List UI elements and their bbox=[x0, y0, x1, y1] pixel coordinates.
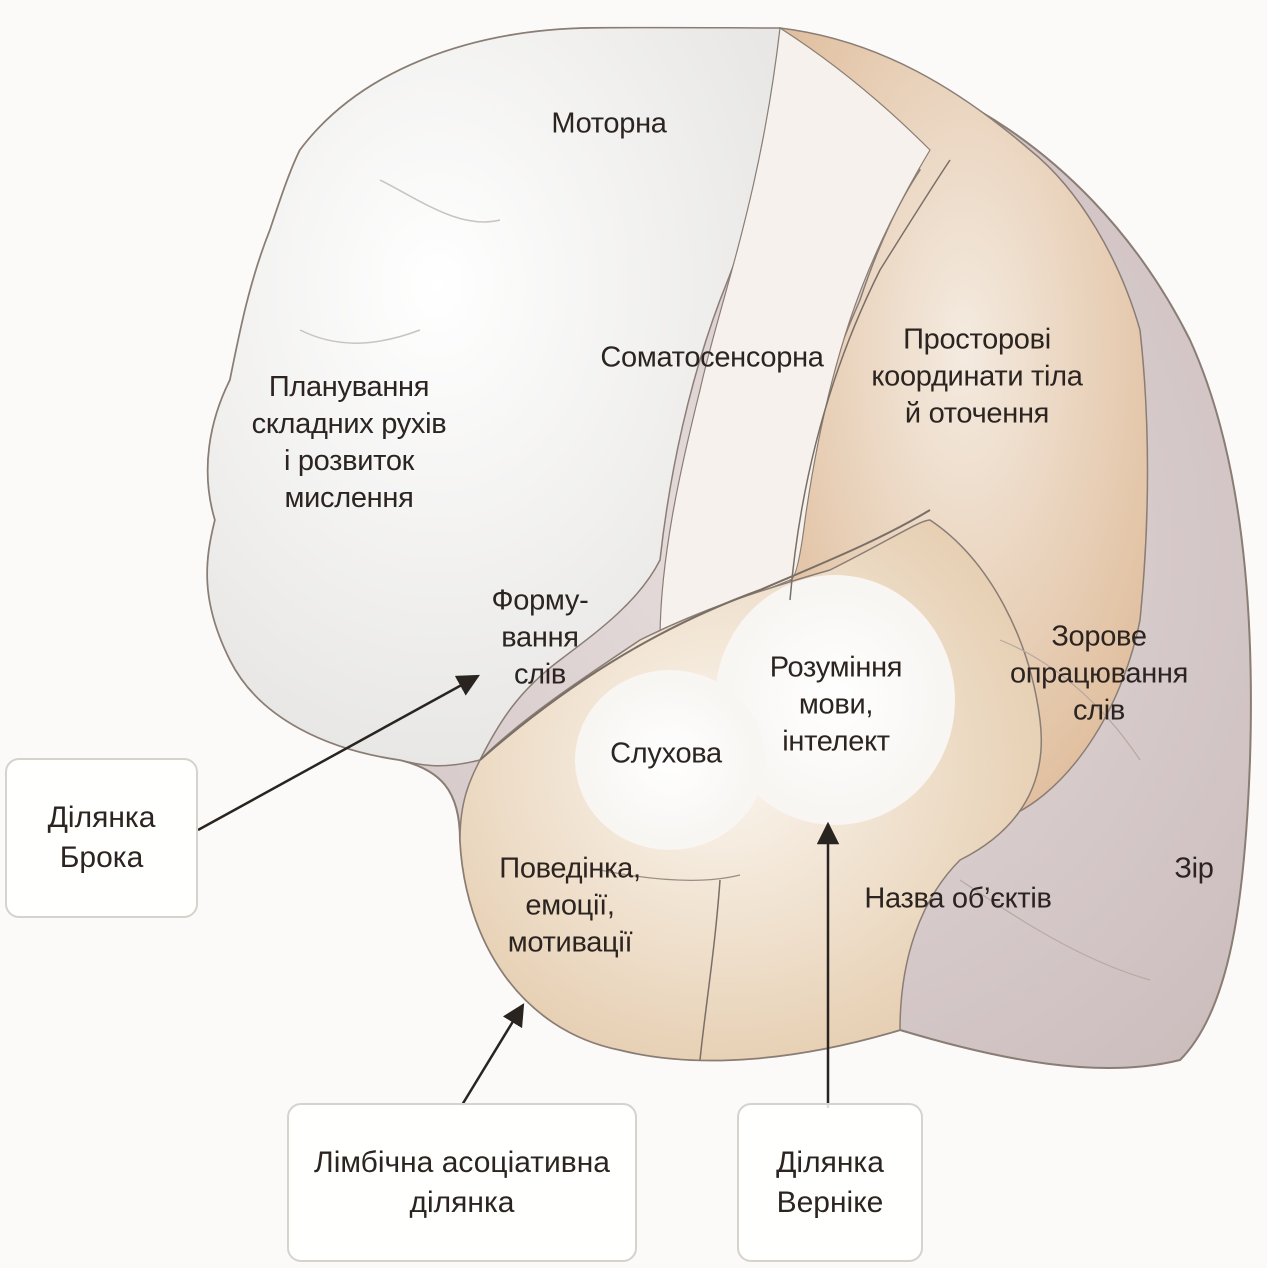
label-visual-word-processing: Зорове опрацювання слів bbox=[1010, 619, 1188, 730]
callout-limbic: Лімбічна асоціативна ділянка bbox=[287, 1103, 637, 1262]
label-somatosensory: Соматосенсорна bbox=[600, 340, 823, 377]
label-behavior: Поведінка, емоції, мотивації bbox=[499, 851, 640, 962]
label-motor: Моторна bbox=[551, 106, 666, 143]
label-word-formation: Форму- вання слів bbox=[492, 583, 589, 694]
label-object-naming: Назва об’єктів bbox=[864, 881, 1051, 918]
label-language-comprehension: Розуміння мови, інтелект bbox=[770, 650, 902, 761]
label-vision: Зір bbox=[1174, 851, 1213, 888]
callout-broca: Ділянка Брока bbox=[5, 758, 198, 918]
label-planning: Планування складних рухів і розвиток мис… bbox=[252, 369, 447, 517]
label-spatial: Просторові координати тіла й оточення bbox=[871, 322, 1082, 433]
callout-wernicke: Ділянка Верніке bbox=[737, 1103, 923, 1262]
label-auditory: Слухова bbox=[610, 736, 722, 773]
limbic-arrow bbox=[462, 1005, 523, 1105]
